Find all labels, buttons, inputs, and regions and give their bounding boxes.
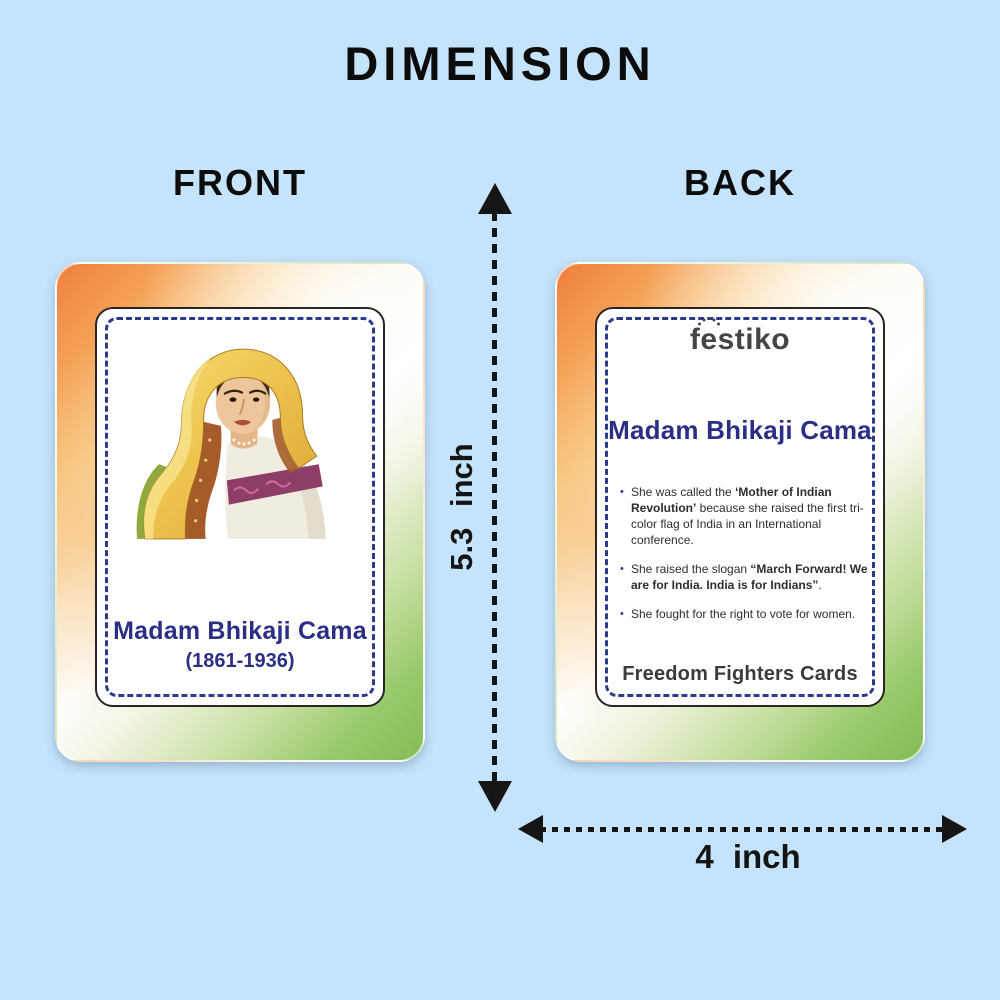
bullet-item: She raised the slogan “March Forward! We… xyxy=(620,562,871,594)
width-arrow-line xyxy=(540,827,945,832)
height-arrow-line xyxy=(492,212,497,782)
back-card-title: Madam Bhikaji Cama xyxy=(608,415,872,445)
logo-dots-icon xyxy=(697,317,720,326)
arrow-left-icon xyxy=(518,815,543,843)
arrow-right-icon xyxy=(942,815,967,843)
back-card-inner-panel: festiko Madam Bhikaji Cama She was calle… xyxy=(595,307,885,707)
back-bullet-list: She was called the ‘Mother of Indian Rev… xyxy=(620,485,871,636)
person-name: Madam Bhikaji Cama xyxy=(113,617,367,645)
person-portrait-illustration xyxy=(136,348,326,540)
bullet-item: She was called the ‘Mother of Indian Rev… xyxy=(620,485,871,549)
back-label: BACK xyxy=(684,162,796,203)
back-card: festiko Madam Bhikaji Cama She was calle… xyxy=(555,262,925,762)
front-card: Madam Bhikaji Cama (1861-1936) xyxy=(55,262,425,762)
height-dimension-label: 5.3 inch xyxy=(444,443,479,571)
bullet-item: She fought for the right to vote for wom… xyxy=(620,607,871,623)
front-label: FRONT xyxy=(173,162,307,203)
arrow-down-icon xyxy=(478,781,512,812)
brand-logo: festiko xyxy=(597,317,883,357)
arrow-up-icon xyxy=(478,183,512,214)
brand-logo-text: festiko xyxy=(689,323,791,356)
card-footer: Freedom Fighters Cards xyxy=(622,663,858,685)
width-dimension-label: 4 inch xyxy=(695,838,801,875)
front-card-inner-panel: Madam Bhikaji Cama (1861-1936) xyxy=(95,307,385,707)
page-title: DIMENSION xyxy=(344,37,656,90)
person-years: (1861-1936) xyxy=(185,650,295,672)
